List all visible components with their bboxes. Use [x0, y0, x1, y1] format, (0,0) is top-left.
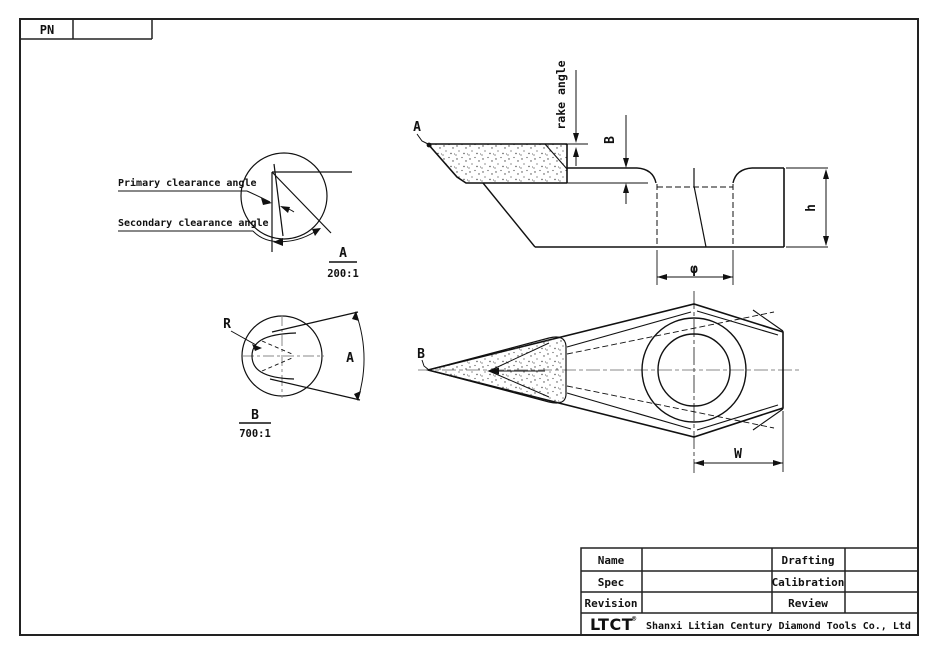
top-view-hidden-edges: [566, 311, 775, 429]
sheet-frame: PN: [19, 18, 919, 636]
hole-phi-dim: φ: [657, 262, 733, 280]
diamond-tip-stipple: [428, 144, 567, 183]
title-block-grid: [580, 547, 919, 636]
top-view-b-label: B: [417, 347, 425, 362]
edge-b-label: B: [603, 136, 618, 144]
title-row-review: Review: [788, 597, 828, 610]
detail-a-circle: [240, 152, 328, 240]
detail-b-angle-label: A: [346, 351, 354, 366]
detail-b-centerlines: [243, 315, 324, 398]
detail-a-scale: 200:1: [327, 268, 359, 280]
title-row-spec: Spec: [598, 576, 625, 589]
title-row-name: Name: [598, 554, 625, 567]
detail-view-a: Primary clearance angle Secondary cleara…: [118, 152, 359, 280]
width-w-label: W: [734, 447, 742, 462]
company-name: Shanxi Litian Century Diamond Tools Co.,…: [646, 620, 911, 632]
detail-a-leaders: [118, 190, 253, 232]
title-row-calibration: Calibration: [772, 576, 845, 589]
border-frame: [19, 18, 919, 636]
height-h-dim: h: [804, 169, 829, 246]
center-arrowhead: [487, 367, 499, 375]
secondary-clearance-label: Secondary clearance angle: [118, 218, 269, 229]
detail-a-geometry: [246, 163, 352, 252]
height-h-label: h: [804, 204, 819, 212]
side-view-outline: [427, 143, 785, 248]
hole-inner-circle: [657, 333, 731, 407]
rake-angle-label: rake angle: [554, 60, 568, 129]
detail-b-arrowheads: [252, 311, 361, 401]
pn-table: [21, 19, 153, 40]
width-w-dim: W: [694, 411, 784, 472]
title-row-drafting: Drafting: [782, 554, 835, 567]
primary-clearance-label: Primary clearance angle: [118, 177, 256, 189]
top-view-chamfer-edges: [566, 309, 784, 431]
leader-dot: [426, 142, 432, 148]
registered-mark: ®: [632, 615, 637, 623]
detail-b-letter: B: [251, 408, 259, 423]
edge-b-dim: B: [603, 115, 629, 204]
hole-outer-circle: [641, 317, 747, 423]
top-view-outline: [427, 303, 784, 438]
detail-a-letter: A: [339, 246, 347, 261]
title-block: Name Spec Revision Drafting Calibration …: [580, 547, 919, 636]
top-view: B W: [417, 291, 800, 473]
hole-phi-label: φ: [690, 262, 698, 277]
rake-angle-dim: rake angle: [554, 60, 579, 166]
detail-a-arrowheads: [261, 198, 321, 246]
side-view: rake angle B h φ A: [413, 60, 829, 285]
title-row-revision: Revision: [585, 597, 638, 610]
detail-b-radius-label: R: [223, 317, 231, 332]
detail-view-b: R A B 700:1: [223, 311, 365, 440]
company-logo: LTCT: [590, 615, 633, 634]
detail-b-geometry: [230, 311, 365, 401]
side-view-extension-lines: [567, 143, 828, 285]
detail-b-scale: 700:1: [239, 428, 271, 440]
side-view-hidden-hole: [656, 184, 734, 247]
side-view-a-label: A: [413, 120, 421, 135]
view-a-indicator: A: [413, 120, 432, 148]
view-b-indicator: B: [417, 347, 430, 371]
pn-label: PN: [40, 23, 54, 37]
